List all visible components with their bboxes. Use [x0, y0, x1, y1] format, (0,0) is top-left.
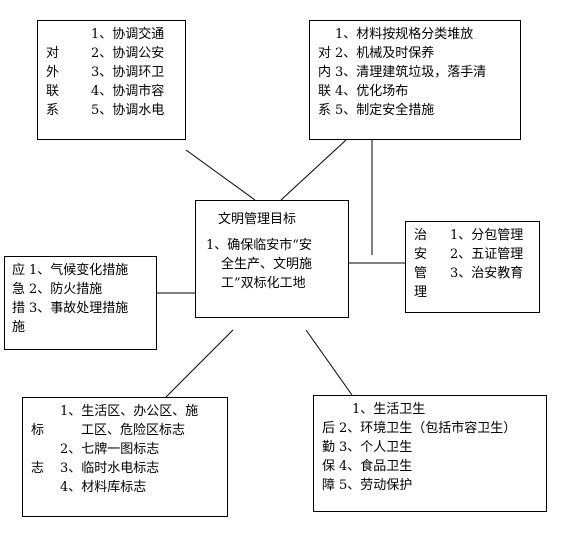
external-liaison-box: 对 外 联 系 1、协调交通 2、协调公安 3、协调环卫 4、协调市容 5、协调… — [37, 20, 186, 140]
external-category-char: 对 — [46, 46, 60, 61]
internal-category-char: 系 — [318, 103, 332, 118]
security-category-char: 治 — [414, 228, 428, 243]
center-line-3: 工”双标化工地 — [221, 276, 306, 291]
internal-category: 对 内 联 系 — [318, 44, 331, 120]
emergency-category-char: 急 — [12, 282, 26, 297]
logistics-category-char: 障 — [322, 478, 336, 493]
internal-category-char: 联 — [318, 84, 332, 99]
security-item: 2、五证管理 — [450, 247, 524, 262]
center-line-1: 1、确保临安市“安 — [206, 238, 312, 253]
emergency-measures-box: 应 急 措 施 1、气候变化措施 2、防火措施 3、事故处理措施 — [4, 256, 157, 350]
signage-item: 4、材料库标志 — [60, 480, 147, 495]
connector-internal — [280, 139, 347, 201]
internal-category-char: 内 — [318, 65, 332, 80]
connector-logistics — [305, 329, 353, 396]
emergency-category-char: 措 — [12, 301, 26, 316]
emergency-category-char: 应 — [12, 263, 26, 278]
security-management-box: 治 安 管 理 1、分包管理 2、五证管理 3、治安教育 — [405, 221, 540, 313]
security-category-char: 管 — [414, 266, 428, 281]
signage-item: 2、七牌一图标志 — [60, 442, 160, 457]
logistics-item: 1、生活卫生 — [352, 402, 426, 417]
external-item: 1、协调交通 — [91, 27, 165, 42]
connector-signage — [165, 329, 234, 398]
internal-item: 1、材料按规格分类堆放 — [335, 27, 474, 42]
security-category-char: 理 — [414, 285, 428, 300]
signage-category-char: 志 — [31, 461, 45, 476]
external-item: 5、协调水电 — [91, 103, 165, 118]
logistics-category-char: 后 — [322, 421, 336, 436]
emergency-item: 2、防火措施 — [29, 282, 103, 297]
internal-item: 5、制定安全措施 — [335, 103, 435, 118]
external-category-char: 系 — [46, 103, 60, 118]
logistics-item: 2、环境卫生（包括市容卫生） — [339, 421, 517, 436]
signage-category-char: 标 — [31, 423, 45, 438]
signage-item: 3、临时水电标志 — [60, 461, 160, 476]
external-category-char: 联 — [46, 84, 60, 99]
emergency-item: 1、气候变化措施 — [29, 263, 129, 278]
internal-item: 3、清理建筑垃圾，落手清 — [335, 65, 487, 80]
security-item: 3、治安教育 — [450, 266, 524, 281]
security-category-char: 安 — [414, 247, 428, 262]
internal-liaison-box: 对 内 联 系 1、材料按规格分类堆放 2、机械及时保养 3、清理建筑垃圾，落手… — [309, 20, 521, 140]
center-goal-box: 文明管理目标 1、确保临安市“安 全生产、文明施 工”双标化工地 — [195, 200, 349, 318]
connector-external — [185, 149, 256, 201]
center-line-2: 全生产、文明施 — [221, 257, 313, 272]
logistics-category: 后 勤 保 障 — [322, 419, 335, 495]
signage-box: 标 志 1、生活区、办公区、施 工区、危险区标志 2、七牌一图标志 3、临时水电… — [22, 397, 228, 517]
internal-item: 2、机械及时保养 — [335, 46, 435, 61]
signage-item: 1、生活区、办公区、施 — [60, 404, 199, 419]
center-title: 文明管理目标 — [218, 212, 297, 227]
security-category: 治 安 管 理 — [414, 226, 427, 302]
emergency-category: 应 急 措 施 — [12, 261, 25, 337]
external-category: 对 外 联 系 — [46, 44, 59, 120]
signage-item: 工区、危险区标志 — [81, 423, 186, 438]
logistics-category-char: 保 — [322, 459, 336, 474]
external-category-char: 外 — [46, 65, 60, 80]
logistics-support-box: 后 勤 保 障 1、生活卫生 2、环境卫生（包括市容卫生） 3、个人卫生 4、食… — [313, 395, 547, 512]
logistics-item: 5、劳动保护 — [339, 478, 413, 493]
logistics-item: 4、食品卫生 — [339, 459, 413, 474]
external-item: 4、协调市容 — [91, 84, 165, 99]
internal-category-char: 对 — [318, 46, 332, 61]
logistics-item: 3、个人卫生 — [339, 440, 413, 455]
external-item: 3、协调环卫 — [91, 65, 165, 80]
emergency-item: 3、事故处理措施 — [29, 301, 129, 316]
internal-item: 4、优化场布 — [335, 84, 409, 99]
emergency-category-char: 施 — [12, 320, 26, 335]
logistics-category-char: 勤 — [322, 440, 336, 455]
security-item: 1、分包管理 — [450, 228, 524, 243]
external-item: 2、协调公安 — [91, 46, 165, 61]
